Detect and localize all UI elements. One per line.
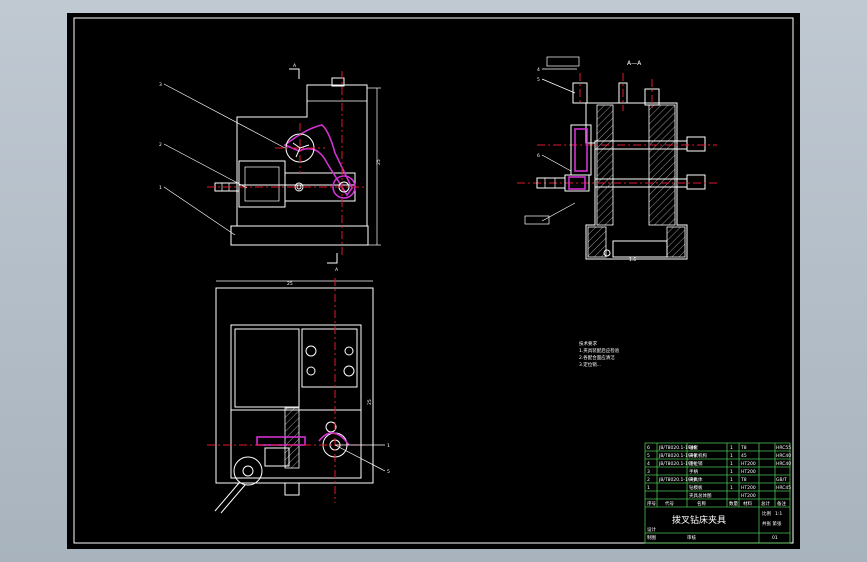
parts-row-5-qty: 1 [730,485,733,491]
parts-row-5-no: 1 [647,485,650,491]
parts-row-2-note: HRC40 [776,461,791,467]
parts-row-1-mat: 45 [741,453,747,459]
parts-row-5-name: 钻模板 [689,484,703,491]
parts-list: 序号 代号 名称 数量 材料 总计 备注 [644,442,791,544]
section-leader-5: 5 [537,77,540,83]
hdr-total: 总计 [761,500,770,507]
technical-notes: 技术要求 1.夹具装配后应检验 2.各配合面应清洁 3.定位销... [579,340,620,368]
section-marker-top: A [293,63,297,69]
parts-row-2-qty: 1 [730,461,733,467]
notes-line1: 1.夹具装配后应检验 [579,347,620,354]
parts-row-3-qty: 1 [730,469,733,475]
drawing-canvas[interactable]: 25 A A [67,13,800,549]
front-view: 25 A A [159,63,382,273]
section-aa-title: A—A [627,60,642,67]
parts-row-2-no: 4 [647,461,650,467]
parts-row-1-no: 5 [647,453,650,459]
parts-row-0-no: 6 [647,445,650,451]
drawing-border [73,17,794,544]
title-block: 拨叉钻床夹具 比例 1:1 共张 第张 设计 制图 01 审核 [647,510,782,541]
section-marker-bottom: A [335,267,339,273]
parts-row-0-name: 轴套 [689,444,698,451]
parts-row-0-note: HRC55 [776,445,791,451]
parts-row-5-note: HRC45 [776,485,791,491]
parts-row-1-name: 夹紧机构 [689,452,707,459]
parts-row-2-code: JB/T8020.1-1999 [658,461,697,467]
parts-row-6-name: 夹具总体图 [689,492,712,499]
section-aa-view: A—A [517,56,717,263]
section-dim-bottom: 1.6 [629,257,636,263]
front-leader-3: 3 [159,82,162,88]
parts-row-4-qty: 1 [730,477,733,483]
scale-value: 1:1 [775,511,782,517]
drawing-sheet[interactable]: 25 A A [67,13,800,549]
parts-row-1-note: HRC40 [776,453,791,459]
parts-row-4-note: GB/T [776,477,787,483]
top-dim-side: 25 [367,399,373,405]
designer-label: 设计 [647,526,656,533]
parts-row-3-no: 3 [647,469,650,475]
hdr-note: 备注 [777,500,786,507]
parts-row-3-mat: HT200 [741,469,756,475]
section-leader-4: 4 [537,67,540,73]
hdr-code: 代号 [665,500,674,507]
parts-row-4-name: 夹具体 [689,476,703,483]
qty-value: 01 [772,535,778,541]
parts-row-1-code: JB/T8020.1-1999 [658,453,697,459]
parts-row-0-qty: 1 [730,445,733,451]
hdr-name: 名称 [697,500,706,507]
parts-row-3-name: 手柄 [689,468,698,475]
top-leader-1: 1 [387,443,390,449]
title-block-title: 拨叉钻床夹具 [672,514,726,526]
notes-heading: 技术要求 [579,340,597,347]
front-leader-1: 1 [159,185,162,191]
parts-row-4-code: JB/T8020.1-1999 [658,477,697,483]
hdr-mat: 材料 [743,500,752,507]
scale-label: 比例 [762,510,771,517]
drawn-label: 制图 [647,534,656,541]
parts-row-5-mat: HT200 [741,485,756,491]
parts-row-2-mat: HT200 [741,461,756,467]
front-leader-2: 2 [159,142,162,148]
parts-row-1-qty: 1 [730,453,733,459]
parts-row-0-mat: T8 [740,445,747,451]
hdr-qty: 数量 [729,500,738,507]
parts-row-4-no: 2 [647,477,650,483]
top-leader-5: 5 [387,469,390,475]
parts-row-6-mat: HT200 [741,493,756,499]
top-dim-25: 25 [287,281,293,287]
sheet-count: 共张 第张 [762,520,782,527]
top-view: 25 25 [207,278,390,514]
hdr-seq: 序号 [647,500,656,507]
parts-row-2-name: 定位销 [689,460,703,467]
checker-label: 审核 [687,534,696,541]
front-dim-25: 25 [376,159,382,165]
parts-row-0-code: JB/T8020.1-1999 [658,445,697,451]
notes-line3: 3.定位销... [579,361,601,368]
parts-row-4-mat: T8 [740,477,747,483]
notes-line2: 2.各配合面应清洁 [579,354,615,361]
section-leader-6: 6 [537,153,540,159]
